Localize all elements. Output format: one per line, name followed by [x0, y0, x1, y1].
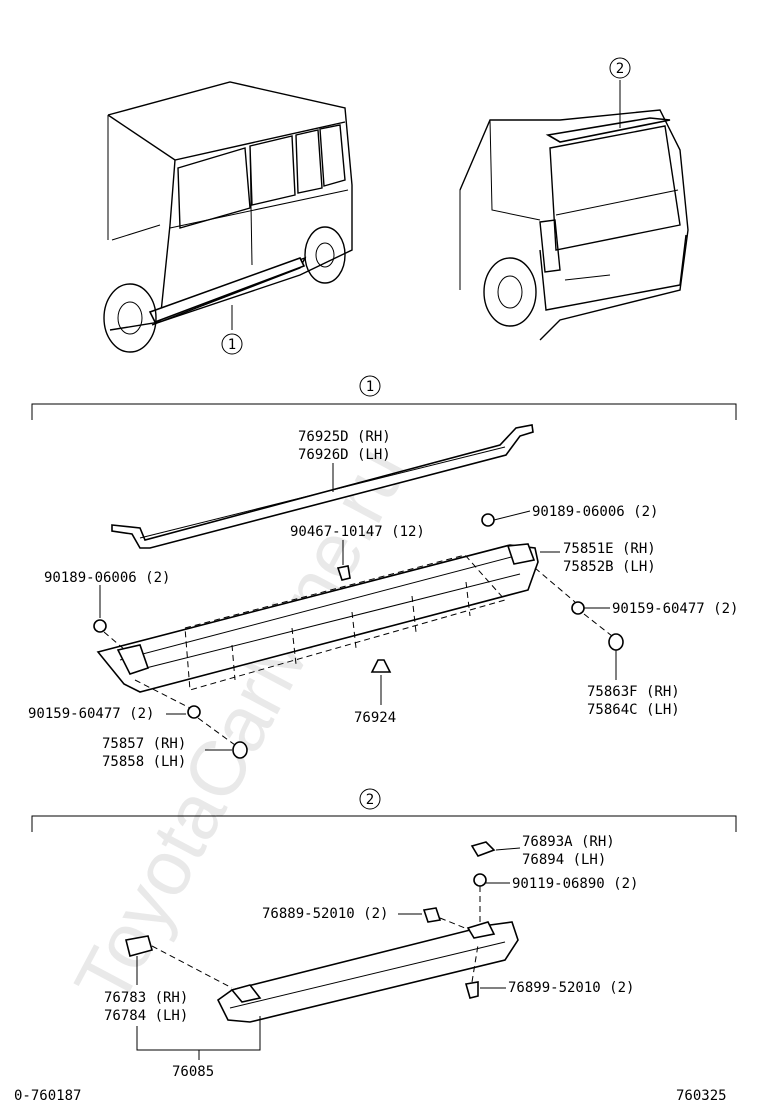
grommet-part — [370, 659, 392, 705]
screw-spoiler-part — [473, 873, 510, 925]
label-clip-spoiler: 76899-52010 (2) — [508, 980, 634, 996]
svg-text:75863F (RH): 75863F (RH) — [587, 684, 680, 700]
svg-text:90159-60477 (2): 90159-60477 (2) — [28, 706, 154, 722]
svg-text:76783 (RH): 76783 (RH) — [104, 990, 188, 1006]
svg-text:76899-52010 (2): 76899-52010 (2) — [508, 980, 634, 996]
label-nut: 76889-52010 (2) — [262, 906, 388, 922]
screw-left-part — [93, 585, 126, 651]
label-cap-left: 75857 (RH) 75858 (LH) — [102, 736, 186, 770]
cover-part — [470, 841, 521, 857]
label-end-cap: 76783 (RH) 76784 (LH) — [104, 990, 188, 1024]
svg-text:76784 (LH): 76784 (LH) — [104, 1008, 188, 1024]
spoiler-part — [216, 921, 519, 1023]
svg-text:76925D (RH): 76925D (RH) — [298, 429, 391, 445]
svg-text:75857 (RH): 75857 (RH) — [102, 736, 186, 752]
screw-right-part — [481, 510, 531, 527]
nut-part — [398, 907, 471, 931]
rocker-panel-part — [96, 543, 539, 693]
rocker-molding-part — [111, 424, 534, 549]
svg-text:90119-06890 (2): 90119-06890 (2) — [512, 876, 638, 892]
label-rocker-molding: 76925D (RH) 76926D (LH) — [298, 429, 391, 492]
cap-right-part — [583, 613, 624, 651]
svg-text:90159-60477 (2): 90159-60477 (2) — [612, 601, 738, 617]
label-assembly: 76085 — [172, 1064, 214, 1080]
svg-text:76889-52010 (2): 76889-52010 (2) — [262, 906, 388, 922]
svg-text:90189-06006 (2): 90189-06006 (2) — [44, 570, 170, 586]
label-panel: 75851E (RH) 75852B (LH) — [540, 541, 656, 575]
end-cap-part — [125, 935, 233, 989]
label-cover: 76893A (RH) 76894 (LH) — [522, 834, 615, 868]
svg-text:2: 2 — [616, 61, 624, 77]
svg-text:75858 (LH): 75858 (LH) — [102, 754, 186, 770]
vehicle-rear-illustration — [459, 80, 689, 341]
clip-top-part — [336, 540, 351, 581]
section-2-frame: 2 — [31, 788, 737, 832]
svg-text:75864C (LH): 75864C (LH) — [587, 702, 680, 718]
svg-text:90467-10147 (12): 90467-10147 (12) — [290, 524, 425, 540]
footer-left-code: 0-760187 — [14, 1088, 81, 1104]
cap-left-part — [197, 717, 248, 759]
label-screw-right: 90189-06006 (2) — [532, 504, 658, 520]
label-bolt-right: 90159-60477 (2) — [612, 601, 738, 617]
svg-text:1: 1 — [228, 337, 236, 353]
label-clip-top: 90467-10147 (12) — [290, 524, 425, 540]
svg-text:76924: 76924 — [354, 710, 396, 726]
svg-text:75852B (LH): 75852B (LH) — [563, 559, 656, 575]
svg-text:75851E (RH): 75851E (RH) — [563, 541, 656, 557]
footer-right-code: 760325 — [676, 1088, 727, 1104]
callout-2-vehicle: 2 — [609, 57, 631, 79]
bolt-left-part — [134, 679, 201, 719]
svg-text:2: 2 — [366, 792, 374, 808]
bolt-right-part — [534, 567, 610, 615]
svg-text:76893A (RH): 76893A (RH) — [522, 834, 615, 850]
label-bolt-left: 90159-60477 (2) — [28, 706, 154, 722]
callout-1-vehicle: 1 — [221, 333, 243, 355]
svg-text:76926D (LH): 76926D (LH) — [298, 447, 391, 463]
label-screw-spoiler: 90119-06890 (2) — [512, 876, 638, 892]
svg-text:1: 1 — [366, 379, 374, 395]
label-grommet: 76924 — [354, 710, 396, 726]
assembly-bracket — [136, 1016, 261, 1060]
label-screw-left: 90189-06006 (2) — [44, 570, 170, 586]
svg-text:90189-06006 (2): 90189-06006 (2) — [532, 504, 658, 520]
svg-text:76894 (LH): 76894 (LH) — [522, 852, 606, 868]
vehicle-side-illustration — [103, 81, 353, 353]
clip-spoiler-part — [464, 944, 506, 999]
label-cap-right: 75863F (RH) 75864C (LH) — [587, 650, 680, 718]
svg-text:76085: 76085 — [172, 1064, 214, 1080]
section-1-frame: 1 — [31, 375, 737, 420]
